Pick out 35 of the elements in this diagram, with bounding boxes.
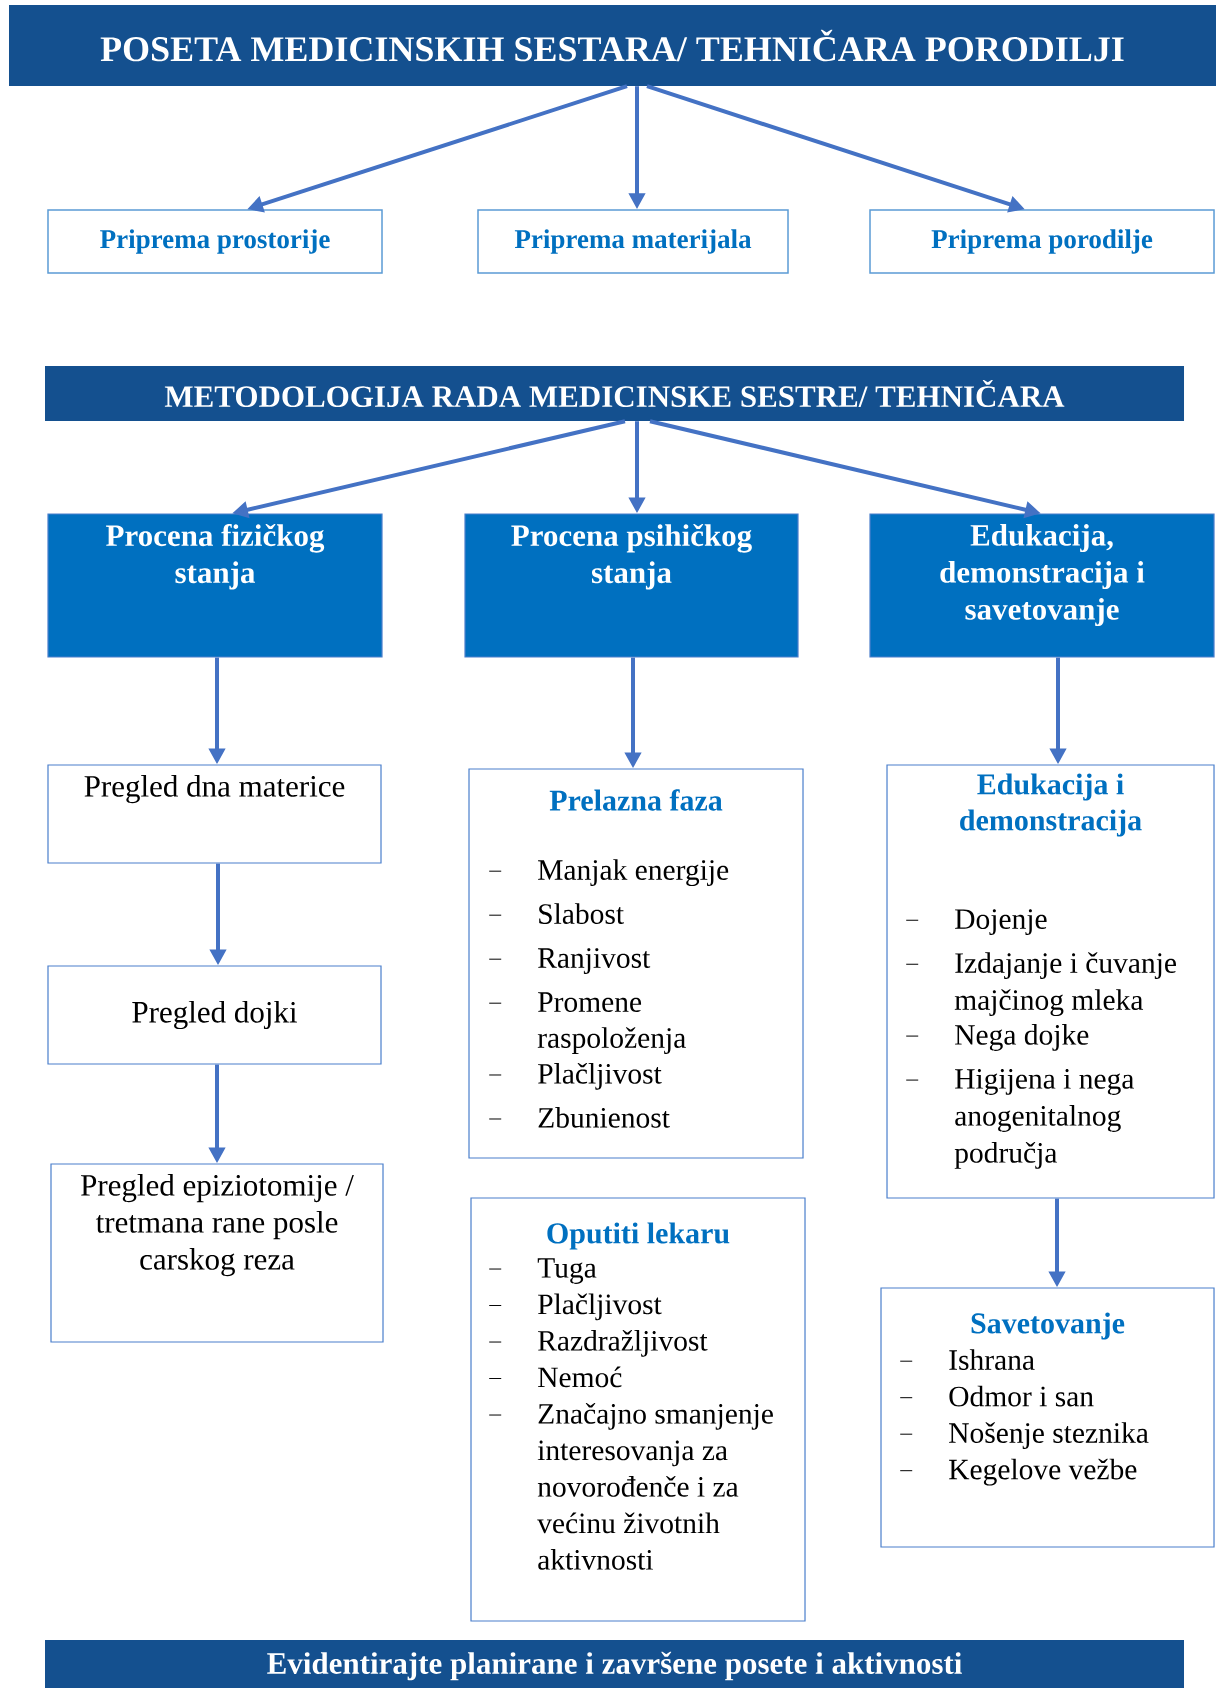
- list-item: Tuga: [488, 1258, 597, 1284]
- list-item: Nega dojke: [905, 1024, 1089, 1051]
- banner: Evidentirajte planirane i završene posete i aktivnosti: [45, 1640, 1184, 1688]
- task-box: Priprema porodilje: [869, 209, 1215, 274]
- list-item: Manjak energije: [488, 859, 729, 887]
- list-item: Dojenje: [905, 909, 1047, 935]
- banner: METODOLOGIJA RADA MEDICINSKE SESTRE/ TEHNIČARA: [45, 366, 1184, 421]
- list-item: Zbunienost: [488, 1107, 670, 1128]
- category-box: Procena fizičkog stanja: [47, 513, 383, 658]
- list-item: Nošenje steznika: [899, 1422, 1149, 1449]
- box-heading: Prelazna faza: [549, 789, 723, 811]
- box-heading: Edukacija i demonstracija: [960, 773, 1142, 837]
- list-item: Odmor i san: [899, 1385, 1094, 1407]
- list-item: Promene raspoloženja: [488, 992, 686, 1054]
- list-item: Plačljivost: [488, 1062, 662, 1090]
- box-heading: Oputiti lekaru: [547, 1222, 730, 1250]
- exam-box: Pregled dojki: [47, 965, 382, 1065]
- banner: POSETA MEDICINSKIH SESTARA/ TEHNIČARA PORODILJI: [9, 5, 1216, 86]
- list-item: Značajno smanjenje interesovanja za novorođenče i za većinu životnih aktivnosti: [488, 1403, 773, 1570]
- task-box: Priprema prostorije: [47, 209, 383, 274]
- list-item: Higijena i nega anogenitalnog područja: [905, 1069, 1134, 1169]
- box-heading: Savetovanje: [971, 1312, 1125, 1340]
- task-box: Priprema materijala: [477, 209, 789, 274]
- list-item: Izdajanje i čuvanje majčinog mleka: [905, 952, 1176, 1017]
- exam-box: Pregled dna materice: [47, 764, 382, 864]
- list-item: Plačljivost: [488, 1293, 662, 1321]
- list-item: Ranjivost: [488, 948, 651, 974]
- list-item: Ishrana: [899, 1349, 1035, 1370]
- list-item: Razdražljivost: [488, 1330, 708, 1357]
- category-box: Procena psihičkog stanja: [464, 513, 799, 658]
- exam-box: Pregled epiziotomije / tretmana rane posle carskog reza: [50, 1163, 384, 1343]
- list-item: Nemoć: [488, 1366, 622, 1388]
- list-item: Kegelove vežbe: [899, 1458, 1137, 1486]
- list-item: Slabost: [488, 903, 624, 924]
- category-box: Edukacija, demonstracija i savetovanje: [869, 513, 1215, 658]
